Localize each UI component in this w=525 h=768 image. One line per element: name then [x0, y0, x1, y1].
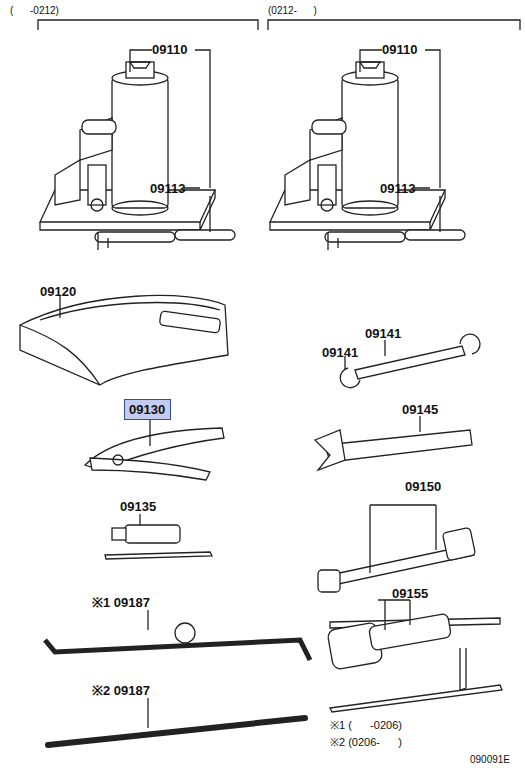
callout-number: 09113	[150, 181, 185, 196]
callout-number: ※2 09187	[92, 683, 150, 698]
callout-number: 09135	[120, 499, 156, 514]
callout-number: ( -0212)	[10, 3, 59, 18]
callout-number: ※1 ( -0206)	[330, 718, 402, 733]
callout-number: ※2 (0206- )	[330, 735, 402, 750]
callout-number: 09155	[392, 586, 428, 601]
callout-number: 09110	[382, 42, 417, 57]
highlight-box: 09130	[124, 399, 171, 420]
callout-number: 09130	[129, 402, 166, 417]
callout-number: (0212- )	[268, 3, 317, 18]
callout-number: ※1 09187	[92, 595, 150, 610]
callout-number: 09145	[402, 402, 438, 417]
callout-number: 090091E	[470, 752, 510, 767]
callout-number: 09120	[40, 284, 76, 299]
callout-number: 09150	[405, 479, 441, 494]
callout-number: 09141	[322, 345, 358, 360]
callout-number: 09110	[152, 42, 187, 57]
callout-number: 09113	[380, 181, 415, 196]
callout-number: 09141	[365, 326, 401, 341]
